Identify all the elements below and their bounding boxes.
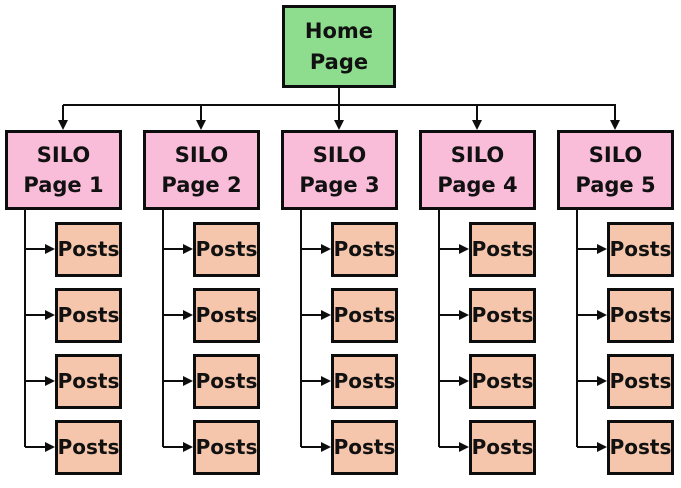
posts-box: Posts (469, 354, 536, 409)
posts-box: Posts (331, 354, 398, 409)
posts-box: Posts (193, 288, 260, 343)
posts-box: Posts (55, 354, 122, 409)
silo-page-3-box: SILO Page 3 (281, 130, 398, 210)
posts-box: Posts (193, 354, 260, 409)
silo-page-2-box: SILO Page 2 (143, 130, 260, 210)
posts-box: Posts (331, 222, 398, 277)
posts-box: Posts (55, 420, 122, 475)
posts-box: Posts (607, 354, 674, 409)
posts-box: Posts (469, 288, 536, 343)
posts-box: Posts (331, 420, 398, 475)
silo-page-1-box: SILO Page 1 (5, 130, 122, 210)
posts-box: Posts (607, 222, 674, 277)
posts-box: Posts (55, 222, 122, 277)
posts-box: Posts (469, 420, 536, 475)
posts-box: Posts (607, 288, 674, 343)
posts-box: Posts (331, 288, 398, 343)
posts-box: Posts (607, 420, 674, 475)
posts-box: Posts (193, 420, 260, 475)
posts-box: Posts (193, 222, 260, 277)
silo-page-5-box: SILO Page 5 (557, 130, 674, 210)
posts-box: Posts (469, 222, 536, 277)
posts-box: Posts (55, 288, 122, 343)
home-page-box: Home Page (282, 5, 396, 88)
silo-page-4-box: SILO Page 4 (419, 130, 536, 210)
